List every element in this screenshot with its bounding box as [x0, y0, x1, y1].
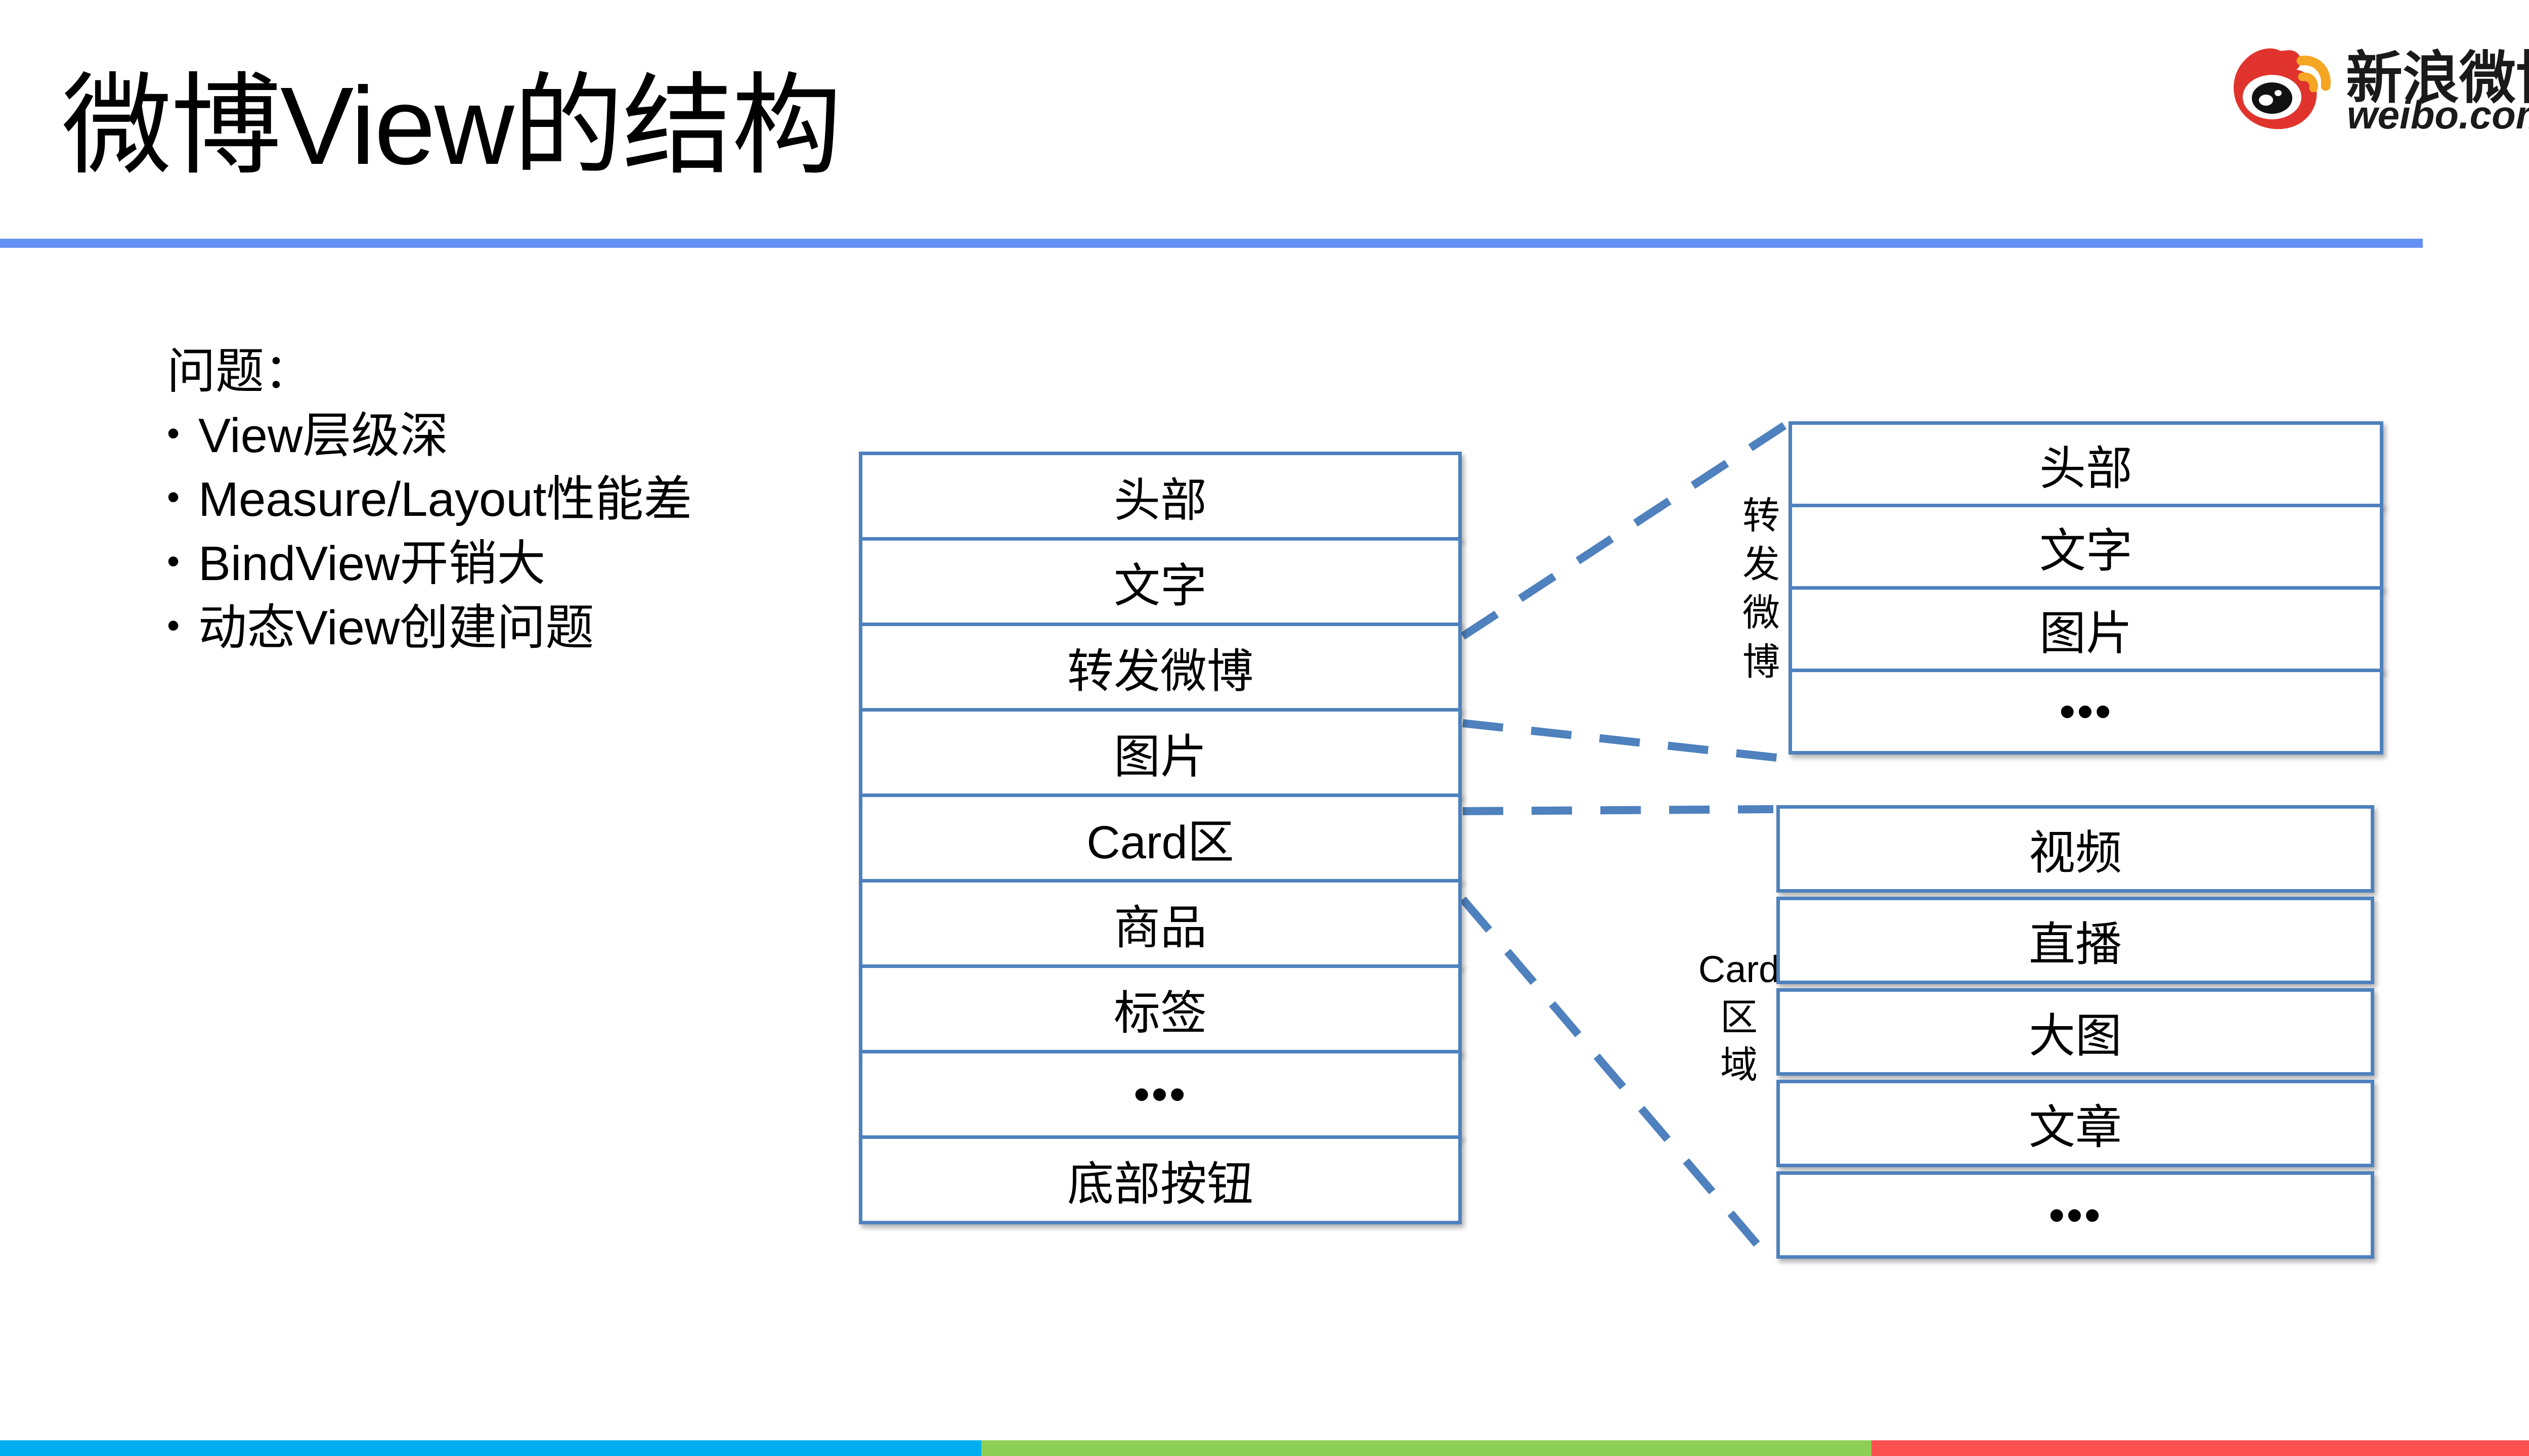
stack-box-image[interactable]: 图片	[859, 708, 1462, 797]
page-title: 微博View的结构	[62, 65, 842, 188]
repost-label-char-2: 微	[1742, 592, 1780, 634]
repost-label-char-0: 转	[1742, 495, 1780, 537]
bullet-icon: •	[167, 477, 180, 518]
stack-box-card[interactable]: Card区	[859, 793, 1462, 883]
repost-box-head[interactable]: 头部	[1789, 421, 2383, 507]
repost-detail-stack: 头部 文字 图片 •••	[1789, 421, 2383, 755]
connector-card-top	[1462, 805, 1774, 815]
repost-label-char-1: 发	[1742, 543, 1780, 586]
ellipsis-icon: •••	[1133, 1069, 1187, 1120]
card-group-label: Card 区 域	[1693, 946, 1784, 1089]
problem-item-label: View层级深	[198, 408, 449, 463]
ellipsis-icon: •••	[2059, 686, 2113, 737]
problem-item-3: • 动态View创建问题	[167, 596, 824, 660]
bullet-icon: •	[167, 605, 180, 646]
card-box-bigimage[interactable]: 大图	[1776, 988, 2374, 1076]
stack-box-ellipsis[interactable]: •••	[859, 1050, 1462, 1139]
stack-box-bottom-buttons[interactable]: 底部按钮	[859, 1135, 1462, 1224]
card-label-line-1: 区	[1720, 996, 1758, 1038]
problem-item-1: • Measure/Layout性能差	[167, 468, 824, 532]
problem-item-label: Measure/Layout性能差	[198, 472, 692, 527]
problem-item-label: 动态View创建问题	[198, 600, 594, 655]
weibo-view-structure-stack: 头部 文字 转发微博 图片 Card区 商品 标签 ••• 底部按钮	[859, 452, 1462, 1224]
card-box-ellipsis[interactable]: •••	[1776, 1171, 2374, 1259]
repost-group-label: 转 发 微 博	[1735, 492, 1787, 686]
stack-box-goods[interactable]: 商品	[859, 879, 1462, 968]
problem-list-heading: 问题：	[167, 344, 313, 399]
footer-segment-red	[1871, 1440, 2529, 1456]
repost-box-ellipsis[interactable]: •••	[1789, 669, 2383, 755]
card-label-line-2: 域	[1720, 1044, 1758, 1086]
card-box-video[interactable]: 视频	[1776, 805, 2374, 893]
repost-box-text[interactable]: 文字	[1789, 504, 2383, 590]
problem-item-2: • BindView开销大	[167, 532, 824, 596]
card-label-line-0: Card	[1698, 948, 1780, 990]
connector-repost-bottom	[1462, 719, 1786, 763]
bullet-icon: •	[167, 541, 180, 582]
stack-box-text[interactable]: 文字	[859, 537, 1462, 626]
stack-box-tag[interactable]: 标签	[859, 964, 1462, 1053]
stack-box-head[interactable]: 头部	[859, 452, 1462, 541]
problem-item-0: • View层级深	[167, 404, 824, 468]
card-box-live[interactable]: 直播	[1776, 897, 2374, 984]
repost-box-image[interactable]: 图片	[1789, 586, 2383, 672]
ellipsis-icon: •••	[2048, 1189, 2102, 1241]
footer-color-bar	[0, 1440, 2529, 1456]
repost-label-char-3: 博	[1742, 640, 1780, 683]
bullet-icon: •	[167, 413, 180, 454]
card-detail-stack: 视频 直播 大图 文章 •••	[1776, 805, 2374, 1259]
stack-box-repost[interactable]: 转发微博	[859, 623, 1462, 712]
card-box-article[interactable]: 文章	[1776, 1080, 2374, 1167]
weibo-logo: 新浪微博 weibo.com	[2226, 30, 2529, 147]
logo-url-text: weibo.com	[2347, 93, 2529, 137]
footer-segment-green	[981, 1440, 1871, 1456]
title-divider	[0, 239, 2423, 248]
weibo-eye-icon	[2234, 48, 2331, 129]
logo-name-cn: 新浪微博	[2346, 47, 2529, 110]
problem-item-label: BindView开销大	[198, 537, 546, 591]
problem-list: 问题： • View层级深 • Measure/Layout性能差 • Bind…	[167, 340, 824, 660]
footer-segment-blue	[0, 1440, 981, 1456]
